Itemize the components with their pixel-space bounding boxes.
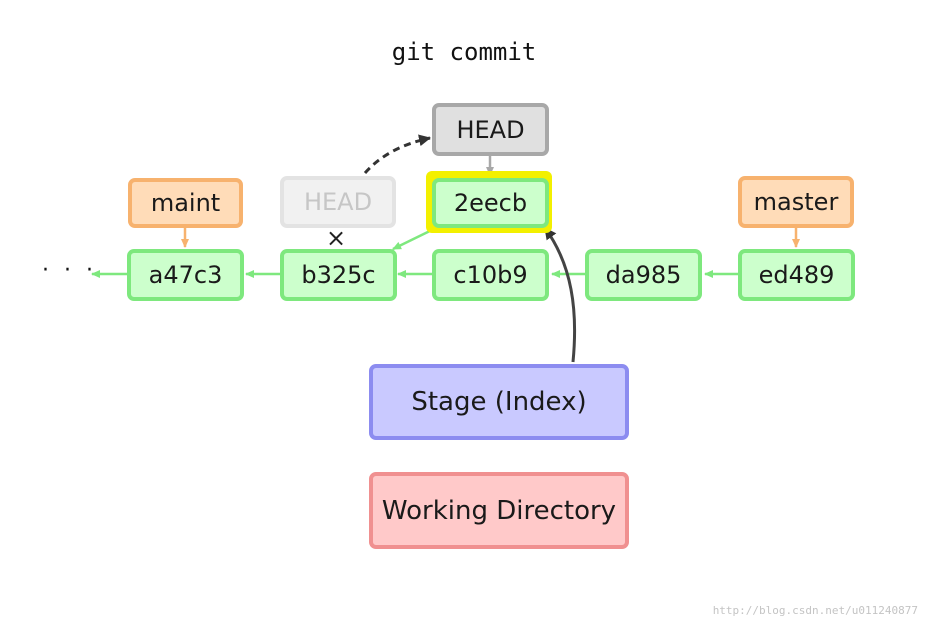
branch-master: master [738, 176, 854, 228]
commit-da985: da985 [585, 249, 702, 301]
ellipsis: · · · [42, 258, 97, 283]
watermark: http://blog.csdn.net/u011240877 [712, 604, 918, 617]
commit-a47c3: a47c3 [127, 249, 244, 301]
arrow-stage-to-2eecb [543, 227, 577, 363]
working-directory-box: Working Directory [369, 472, 629, 549]
head-label: HEAD [432, 103, 549, 156]
commit-b325c: b325c [280, 249, 397, 301]
commit-ed489: ed489 [738, 249, 855, 301]
arrow-head-moved [363, 134, 431, 174]
previous-head-label: HEAD [280, 176, 396, 228]
stage-index-box: Stage (Index) [369, 364, 629, 440]
removed-marker: × [326, 224, 347, 252]
commit-c10b9: c10b9 [432, 249, 549, 301]
commit-2eecb: 2eecb [432, 178, 549, 228]
diagram-title: git commit [391, 38, 537, 66]
branch-maint: maint [128, 178, 243, 228]
